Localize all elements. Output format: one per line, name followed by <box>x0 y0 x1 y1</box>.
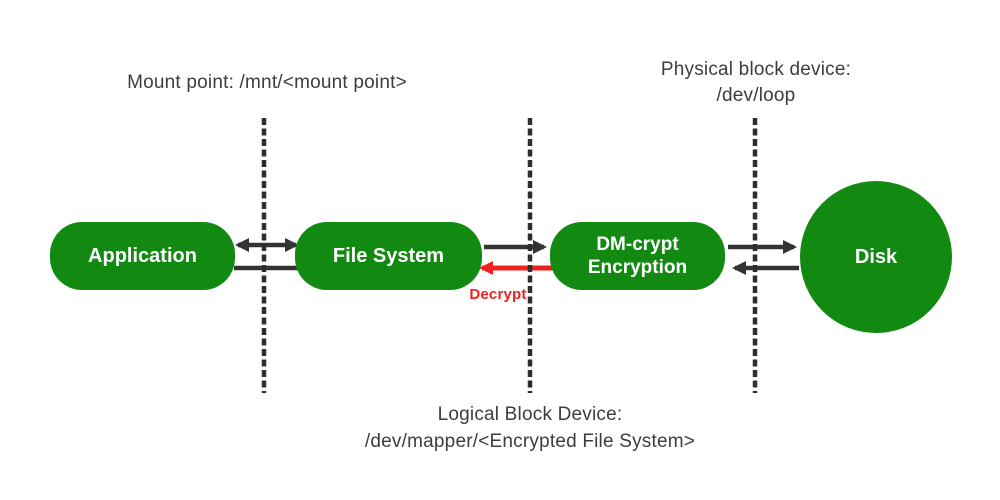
node-disk-label: Disk <box>854 245 898 268</box>
node-dm-crypt-encryption-label: DM-crypt Encryption <box>587 234 688 278</box>
decrypt-label: Decrypt <box>469 286 527 303</box>
mount-point-label: Mount point: /mnt/<mount point> <box>127 72 407 93</box>
logical-block-device-line2: /dev/mapper/<Encrypted File System> <box>364 431 696 452</box>
node-file-system-label: File System <box>332 244 445 267</box>
physical-block-device-label: Physical block device: /dev/loop <box>606 57 906 109</box>
node-application: Application <box>50 222 235 290</box>
node-application-label: Application <box>88 244 197 267</box>
physical-block-device-line2: /dev/loop <box>716 85 796 106</box>
physical-block-device-line1: Physical block device: <box>660 59 852 80</box>
logical-block-device-line1: Logical Block Device: <box>437 404 623 425</box>
logical-block-device-label: Logical Block Device: /dev/mapper/<Encry… <box>280 401 780 455</box>
node-file-system: File System <box>295 222 482 290</box>
node-disk: Disk <box>800 181 952 333</box>
node-dm-crypt-encryption: DM-crypt Encryption <box>550 222 725 290</box>
